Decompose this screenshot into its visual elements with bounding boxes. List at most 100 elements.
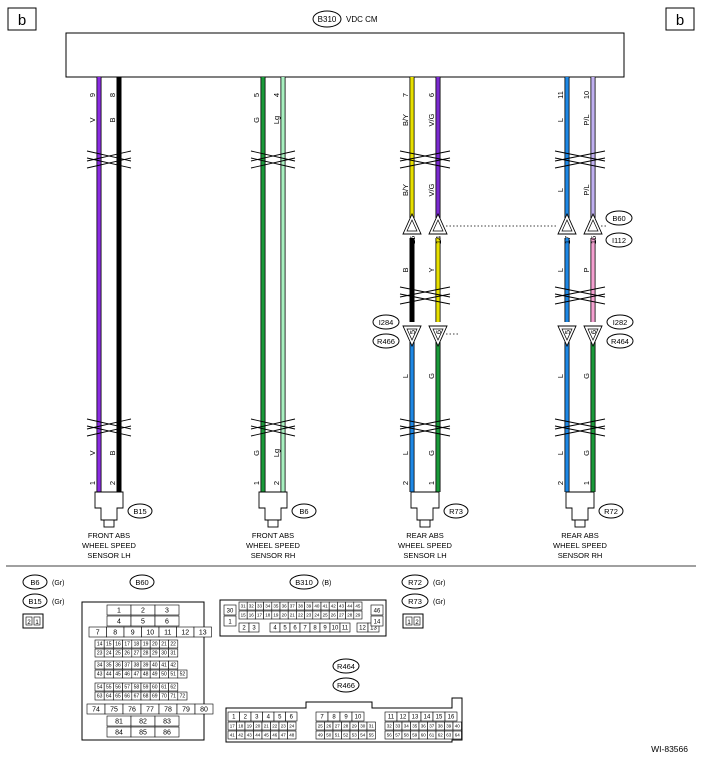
label-top-w2: B bbox=[108, 117, 117, 122]
r464-pin-39: 39 bbox=[446, 724, 452, 729]
b60-pin-54: 54 bbox=[97, 685, 103, 691]
b60-pin-13: 13 bbox=[199, 630, 207, 637]
b60-pin-21: 21 bbox=[161, 642, 167, 648]
connector-upper-r1-inner bbox=[406, 219, 418, 232]
r464-pin-1: 1 bbox=[232, 715, 236, 721]
b60-pin-2: 2 bbox=[141, 608, 145, 615]
legend-b6-color: (Gr) bbox=[52, 580, 64, 587]
label-mid-w7: L bbox=[556, 188, 565, 192]
label-top-w3: G bbox=[252, 117, 261, 123]
r464-pin-11: 11 bbox=[388, 715, 395, 721]
legend-r73-color: (Gr) bbox=[433, 599, 445, 606]
sensor-line3-b6: SENSOR RH bbox=[251, 551, 296, 560]
b310-pin-9: 9 bbox=[323, 626, 327, 632]
b60-pin-6: 6 bbox=[165, 619, 169, 626]
label-top-w8: P/L bbox=[582, 114, 591, 125]
b60-pin-51: 51 bbox=[170, 672, 176, 678]
legend-b310-color: (B) bbox=[322, 580, 331, 587]
b310-cell-46 bbox=[370, 604, 384, 616]
r464-pin-19: 19 bbox=[247, 724, 253, 729]
label-top-w6: V/G bbox=[427, 113, 436, 126]
pin-bot-w3: 1 bbox=[252, 481, 261, 485]
sensor-tag-label-r73: R73 bbox=[449, 507, 463, 516]
label-top-w5: B/Y bbox=[401, 114, 410, 126]
legend-b15-color: (Gr) bbox=[52, 599, 64, 606]
b310-cell-29 bbox=[353, 610, 363, 620]
b60-pin-11: 11 bbox=[164, 630, 171, 637]
pin-bot-w2: 2 bbox=[108, 481, 117, 485]
r464-pin-44: 44 bbox=[255, 733, 261, 738]
b60-cell-52 bbox=[177, 669, 188, 679]
b60-pin-64: 64 bbox=[106, 694, 112, 700]
r464-pin-64: 64 bbox=[455, 733, 461, 738]
module-code: B310 bbox=[318, 15, 337, 24]
sensor-tag-b15 bbox=[127, 503, 153, 519]
label-rear-b-r1: L bbox=[401, 374, 410, 378]
label-top-w7: L bbox=[556, 118, 565, 122]
pin-upper-r2: 14 bbox=[434, 236, 443, 244]
b310-cell-1 bbox=[223, 615, 237, 627]
b310-pin-20: 20 bbox=[282, 613, 288, 618]
legend-r73-label: R73 bbox=[408, 597, 422, 606]
pin-top-w5: 7 bbox=[401, 93, 410, 97]
r464-cell-40 bbox=[452, 721, 462, 731]
b310-cell-14 bbox=[370, 615, 384, 627]
r464-pin-56: 56 bbox=[387, 733, 393, 738]
b310-pin-42: 42 bbox=[331, 604, 337, 609]
r73-pin-2: 2 bbox=[415, 620, 419, 626]
b60-pin-8: 8 bbox=[113, 630, 117, 637]
b60-pin-85: 85 bbox=[139, 730, 147, 737]
sensor-line2-r73: WHEEL SPEED bbox=[398, 541, 452, 550]
b60-pin-55: 55 bbox=[106, 685, 112, 691]
b60-pin-17: 17 bbox=[124, 642, 130, 648]
b60-pin-52: 52 bbox=[180, 672, 186, 678]
sensor-line3-r72: SENSOR RH bbox=[558, 551, 603, 560]
r464-pin-36: 36 bbox=[421, 724, 427, 729]
b60-pin-61: 61 bbox=[161, 685, 167, 691]
r464-pin-31: 31 bbox=[369, 724, 375, 729]
r464-pin-32: 32 bbox=[387, 724, 393, 729]
pin-upper-r3: 17 bbox=[563, 236, 572, 244]
pin-lower-r3: 5 bbox=[563, 330, 572, 334]
b60-cell-80 bbox=[194, 703, 214, 715]
b60-pin-58: 58 bbox=[134, 685, 140, 691]
b310-pin-1: 1 bbox=[228, 620, 232, 626]
connector-tag-i284-label: I284 bbox=[379, 318, 394, 327]
r464-pin-46: 46 bbox=[272, 733, 278, 738]
b310-cell-11 bbox=[339, 622, 351, 633]
b60-pin-86: 86 bbox=[163, 730, 171, 737]
sensor-line2-b15: WHEEL SPEED bbox=[82, 541, 136, 550]
label-rear-c-r1: L bbox=[401, 451, 410, 455]
legend-r466-label: R466 bbox=[337, 681, 355, 690]
r464-pin-25: 25 bbox=[318, 724, 324, 729]
connector-tag-i112-label: I112 bbox=[612, 236, 626, 245]
b60-pin-19: 19 bbox=[143, 642, 149, 648]
vdc-module: B310 VDC CM bbox=[65, 10, 625, 78]
label-mid-w8: P/L bbox=[582, 184, 591, 195]
b60-pin-59: 59 bbox=[143, 685, 149, 691]
legend-r73: R73 (Gr) bbox=[401, 593, 445, 609]
label-bot-w2: B bbox=[108, 450, 117, 455]
label-rear-c-r2: G bbox=[427, 450, 436, 456]
break-front-rh-top bbox=[250, 150, 296, 169]
b310-pin-39: 39 bbox=[306, 604, 312, 609]
pin-top-w2: 8 bbox=[108, 93, 117, 97]
b60-pin-48: 48 bbox=[143, 672, 149, 678]
r464-pin-49: 49 bbox=[318, 733, 324, 738]
r464-pin-55: 55 bbox=[369, 733, 375, 738]
break-front-lh-top bbox=[86, 150, 132, 169]
r464-pin-27: 27 bbox=[335, 724, 341, 729]
b60-pin-20: 20 bbox=[152, 642, 158, 648]
connector-tag-b60: B60 bbox=[605, 210, 633, 226]
label-bot-w4: Lg bbox=[272, 449, 281, 457]
r464-pin-53: 53 bbox=[352, 733, 358, 738]
b60-pin-82: 82 bbox=[139, 719, 147, 726]
label-rear-a-r1: B bbox=[401, 267, 410, 272]
